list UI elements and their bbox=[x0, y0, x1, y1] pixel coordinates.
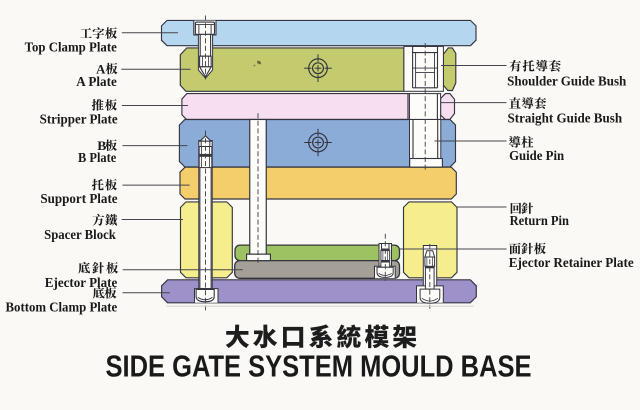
svg-text:A Plate: A Plate bbox=[76, 74, 117, 89]
svg-text:Support Plate: Support Plate bbox=[40, 191, 117, 206]
svg-text:B: B bbox=[97, 138, 106, 153]
svg-text:Stripper Plate: Stripper Plate bbox=[40, 111, 118, 126]
svg-text:Straight Guide Bush: Straight Guide Bush bbox=[508, 110, 623, 125]
svg-text:Shoulder Guide Bush: Shoulder Guide Bush bbox=[507, 73, 627, 88]
svg-text:Top Clamp Plate: Top Clamp Plate bbox=[25, 40, 117, 55]
svg-text:A: A bbox=[96, 61, 106, 76]
svg-text:Ejector Plate: Ejector Plate bbox=[45, 275, 118, 290]
svg-text:Spacer Block: Spacer Block bbox=[44, 227, 116, 242]
svg-text:Return Pin: Return Pin bbox=[510, 213, 570, 228]
svg-text:Ejector Retainer Plate: Ejector Retainer Plate bbox=[509, 255, 634, 270]
svg-text:SIDE GATE SYSTEM MOULD BASE: SIDE GATE SYSTEM MOULD BASE bbox=[106, 349, 532, 384]
svg-text:Bottom Clamp Plate: Bottom Clamp Plate bbox=[6, 299, 118, 314]
svg-text:B Plate: B Plate bbox=[78, 150, 116, 165]
svg-text:Guide Pin: Guide Pin bbox=[509, 148, 565, 163]
